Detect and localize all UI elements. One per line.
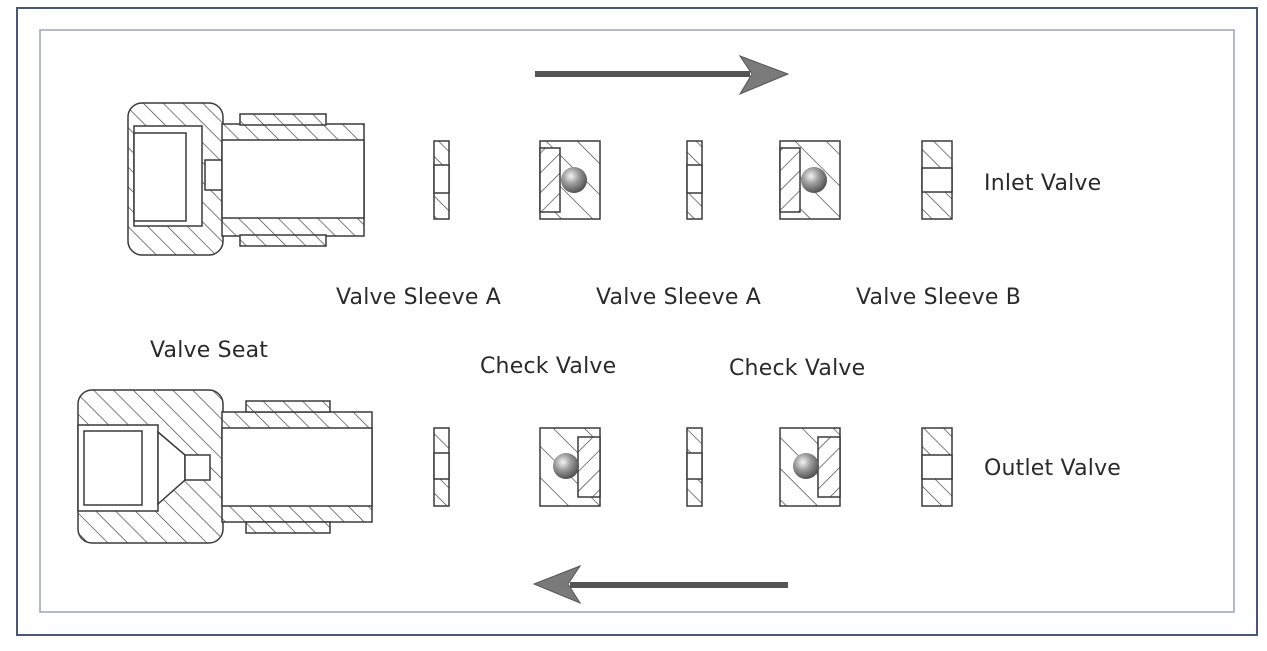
outer-frame xyxy=(16,7,1258,636)
outlet-check-valve-1 xyxy=(539,427,601,507)
label-check-valve-1: Check Valve xyxy=(480,354,617,379)
outlet-sleeve-a-2 xyxy=(686,427,703,507)
label-valve-sleeve-a-2: Valve Sleeve A xyxy=(596,285,762,310)
outlet-valve-seat xyxy=(77,389,373,544)
label-outlet-valve: Outlet Valve xyxy=(984,456,1122,481)
inlet-check-valve-1 xyxy=(539,140,601,220)
outlet-sleeve-b xyxy=(921,427,953,507)
label-inlet-valve: Inlet Valve xyxy=(984,171,1102,196)
label-check-valve-2: Check Valve xyxy=(729,356,866,381)
inlet-valve-seat xyxy=(127,102,365,256)
inlet-sleeve-b xyxy=(921,140,953,220)
label-valve-seat: Valve Seat xyxy=(150,338,269,363)
flow-arrow-right xyxy=(535,54,790,96)
outlet-check-valve-2 xyxy=(779,427,841,507)
inlet-sleeve-a-1 xyxy=(433,140,450,220)
flow-arrow-left xyxy=(532,564,788,605)
outlet-sleeve-a-1 xyxy=(433,427,450,507)
label-valve-sleeve-a-1: Valve Sleeve A xyxy=(336,285,502,310)
inlet-check-valve-2 xyxy=(779,140,841,220)
label-valve-sleeve-b: Valve Sleeve B xyxy=(856,285,1022,310)
inner-frame xyxy=(39,29,1235,613)
inlet-sleeve-a-2 xyxy=(686,140,703,220)
